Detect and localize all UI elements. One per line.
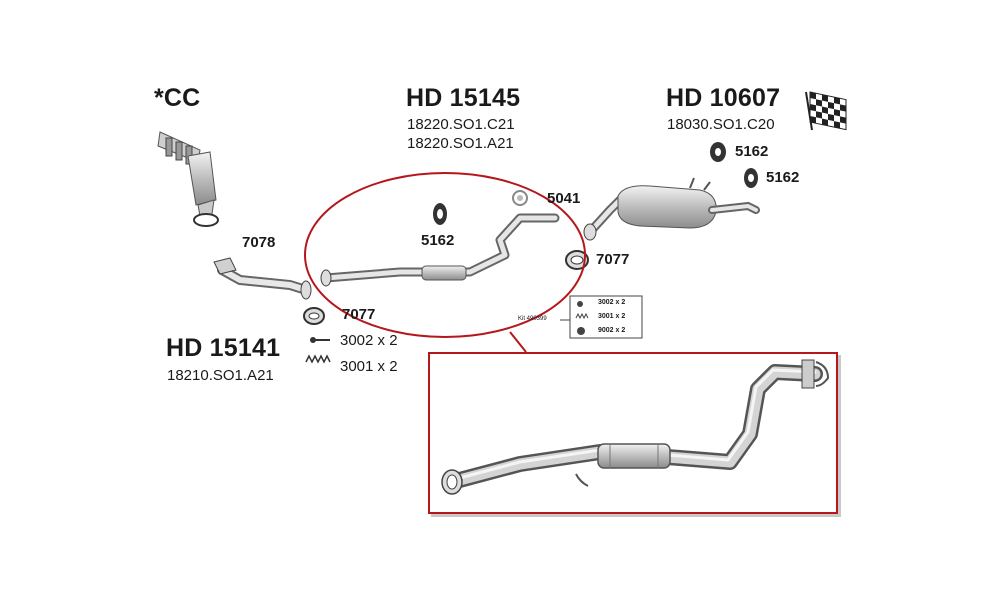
front-part-ref: 18210.SO1.A21 [167,367,274,384]
hanger-5162-middle [433,203,447,225]
callout-5041: 5041 [547,190,581,207]
middle-pipe [320,213,560,287]
middle-part-code: HD 15145 [406,84,521,112]
rear-part-ref: 18030.SO1.C20 [667,116,775,133]
loose-part-3002: 3002 x 2 [340,332,398,349]
kit-label: Kit 490399 [518,316,547,322]
callout-5162-middle: 5162 [421,232,455,249]
bolt-icon [310,337,330,343]
kit-item-2: 3001 x 2 [598,313,626,320]
highlight-oval [304,172,586,338]
callout-5162-rear-2: 5162 [766,169,800,186]
kit-box [560,295,643,339]
callout-7078: 7078 [242,234,276,251]
clamp-5041 [512,190,528,206]
middle-part-ref-1: 18220.SO1.C21 [407,116,515,133]
inset-connector [509,331,527,353]
kit-item-1: 3002 x 2 [598,299,626,306]
rear-silencer [583,177,760,241]
middle-part-ref-2: 18220.SO1.A21 [407,135,514,152]
loose-part-3001: 3001 x 2 [340,358,398,375]
gasket-7077-right [565,250,589,270]
hanger-5162-rear-2 [744,168,758,188]
front-pipe [213,257,312,300]
callout-5162-rear-1: 5162 [735,143,769,160]
rear-part-code: HD 10607 [666,84,781,112]
callout-7077-left: 7077 [342,306,376,323]
catalytic-converter [157,131,219,227]
callout-7077-right: 7077 [596,251,630,268]
front-part-code: HD 15141 [166,334,281,362]
hanger-5162-rear-1 [710,142,726,162]
cc-label: *CC [154,84,201,112]
inset-zoom-panel [428,352,838,514]
checkered-flag-icon [805,91,847,131]
kit-item-3: 9002 x 2 [598,327,626,334]
gasket-7077-left [303,307,325,325]
spring-icon [305,354,331,364]
middle-pipe-enlarged [441,359,830,495]
